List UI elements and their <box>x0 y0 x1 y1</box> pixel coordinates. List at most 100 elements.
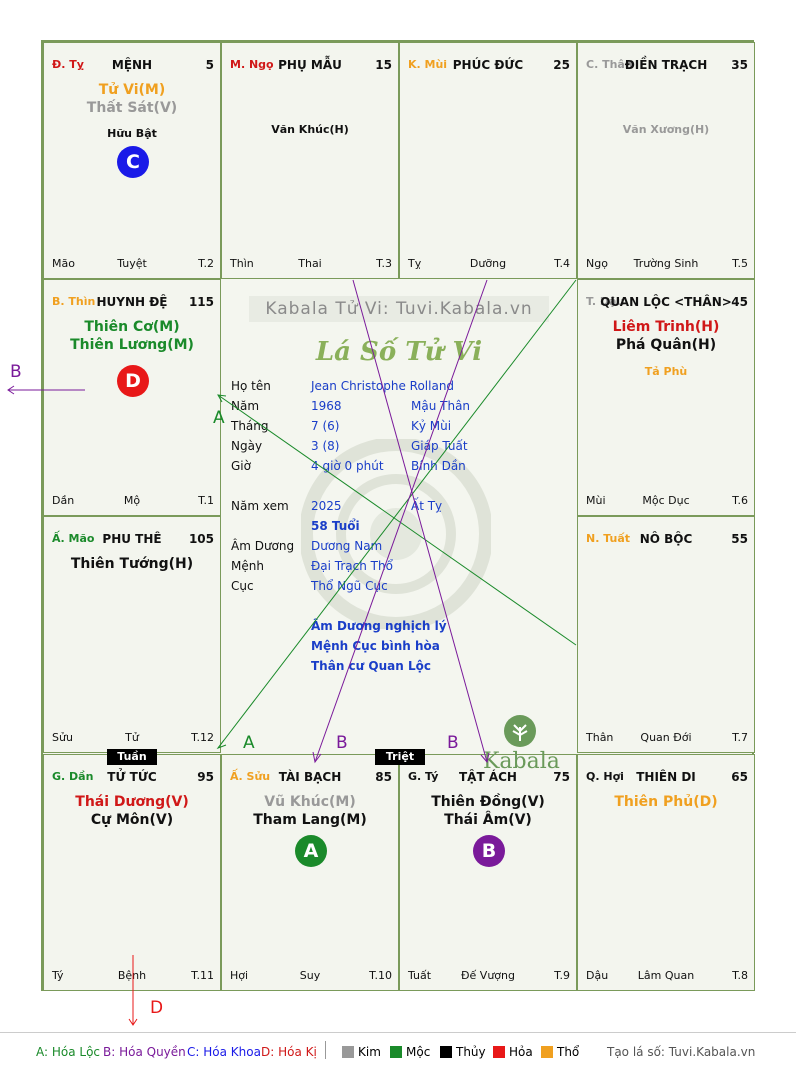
arrow-label-b-bot1: B <box>336 733 348 753</box>
palace-foot-center: Quan Đới <box>640 731 692 744</box>
credit-link[interactable]: Tạo lá số: Tuvi.Kabala.vn <box>607 1045 756 1059</box>
triet-tag: Triệt <box>375 749 425 765</box>
palace-foot-right: T.12 <box>191 731 214 744</box>
arrow-label-b-left: B <box>10 362 22 382</box>
info-label: Tháng <box>231 419 269 433</box>
major-stars: Thái Dương(V) Cự Môn(V) <box>44 793 220 829</box>
palace-foot-right: T.9 <box>554 969 570 982</box>
legend-c: C: Hóa Khoa <box>187 1045 261 1059</box>
info-value: 58 Tuổi <box>311 519 360 533</box>
palace-age: 5 <box>205 58 214 72</box>
palace-age: 55 <box>731 532 748 546</box>
palace-foot-right: T.6 <box>732 494 748 507</box>
palace-foot-center: Dưỡng <box>469 257 507 270</box>
info-value: 4 giờ 0 phút <box>311 459 384 473</box>
info-label: Giờ <box>231 459 251 473</box>
major-star: Thiên Lương(M) <box>70 337 194 353</box>
major-stars: Thiên Tướng(H) <box>44 555 220 573</box>
info-value-can-chi: Ất Tỵ <box>411 499 443 513</box>
palace-name: PHÚC ĐỨC <box>452 58 524 72</box>
palace-age: 85 <box>375 770 392 784</box>
major-star: Thiên Tướng(H) <box>70 556 194 572</box>
major-star: Vũ Khúc(M) <box>264 794 356 810</box>
palace-name: MỆNH <box>111 58 153 72</box>
major-stars: Liêm Trinh(H)Phá Quân(H) <box>578 318 754 354</box>
info-label: Mệnh <box>231 559 264 573</box>
palace-name: PHỤ MẪU <box>278 58 342 72</box>
legend-moc: Mộc <box>390 1045 430 1059</box>
info-note: Âm Dương nghịch lý <box>311 619 447 633</box>
info-value: Dương Nam <box>311 539 383 553</box>
legend-a: A: Hóa Lộc <box>36 1045 101 1059</box>
palace-foot-right: T.7 <box>732 731 748 744</box>
info-value-can-chi: Giáp Tuất <box>411 439 468 453</box>
palace-foot-center: Tử <box>125 731 139 744</box>
palace-foot-right: T.3 <box>376 257 392 270</box>
major-stars: Thiên Cơ(M)Thiên Lương(M) <box>44 318 220 354</box>
major-star: Tử Vi(M) <box>98 82 166 98</box>
hoa-circle-a-icon: A <box>295 835 327 867</box>
info-value-can-chi: Bính Dần <box>411 459 466 473</box>
major-stars: Tử Vi(M) Thất Sát(V) <box>44 81 220 117</box>
info-label: Âm Dương <box>231 539 295 553</box>
palace-foot-left: Dần <box>52 494 75 507</box>
palace-foot-center: Lâm Quan <box>637 969 695 982</box>
palace-foot-center: Mộ <box>123 494 141 507</box>
minor-star: Tả Phù <box>644 365 688 378</box>
palace-foot-right: T.10 <box>369 969 392 982</box>
major-stars: Thiên Phủ(D) <box>578 793 754 811</box>
palace-name: ĐIỀN TRẠCH <box>624 58 708 72</box>
palace-foot-left: Thìn <box>230 257 254 270</box>
major-star: Cự Môn(V) <box>90 812 174 828</box>
minor-star: Văn Khúc(H) <box>271 123 349 136</box>
info-value: 1968 <box>311 399 342 413</box>
major-star: Thái Dương(V) <box>75 794 189 810</box>
kabala-logo-text: Kabala <box>483 749 560 774</box>
kim-swatch-icon <box>342 1046 354 1058</box>
arrow-label-d-bot: D <box>150 998 164 1018</box>
palace-name: TẬT ÁCH <box>459 770 517 784</box>
palace-foot-center: Tuyệt <box>117 257 147 270</box>
palace-age: 75 <box>553 770 570 784</box>
tuan-tag: Tuần <box>107 749 157 765</box>
palace-foot-center: Thai <box>298 257 322 270</box>
watermark-text: Kabala Tử Vi: Tuvi.Kabala.vn <box>249 296 549 322</box>
palace-branch: C. Thân <box>586 58 633 71</box>
info-value: 7 (6) <box>311 419 340 433</box>
info-note: Mệnh Cục bình hòa <box>311 639 440 653</box>
major-star: Tham Lang(M) <box>253 812 367 828</box>
legend-divider <box>325 1041 326 1059</box>
info-value: Đại Trạch Thổ <box>311 559 393 573</box>
info-value: 3 (8) <box>311 439 340 453</box>
hoa-circle-d-icon: D <box>117 365 149 397</box>
major-star: Thiên Phủ(D) <box>614 794 718 810</box>
arrow-label-b-bot2: B <box>447 733 459 753</box>
minor-star: Văn Xương(H) <box>622 123 710 136</box>
major-stars: Thiên Đồng(V)Thái Âm(V) <box>400 793 576 829</box>
palace-age: 115 <box>188 295 214 309</box>
palace-age: 45 <box>731 295 748 309</box>
palace-branch: Đ. Tỵ <box>52 58 84 71</box>
tho-swatch-icon <box>541 1046 553 1058</box>
palace-name: TÀI BẠCH <box>278 770 342 784</box>
palace-foot-right: T.1 <box>198 494 214 507</box>
major-star: Thất Sát(V) <box>86 100 178 116</box>
hoa-circle-b-icon: B <box>473 835 505 867</box>
palace-age: 105 <box>188 532 214 546</box>
minor-star: Hữu Bật <box>107 127 157 140</box>
palace-name: PHU THÊ <box>102 532 162 546</box>
palace-branch: Ấ. Mão <box>52 532 95 545</box>
palace-foot-center: Bệnh <box>117 969 147 982</box>
legend-b: B: Hóa Quyền <box>103 1045 186 1059</box>
info-note: Thân cư Quan Lộc <box>311 659 431 673</box>
palace-branch: Ấ. Sửu <box>230 770 271 783</box>
